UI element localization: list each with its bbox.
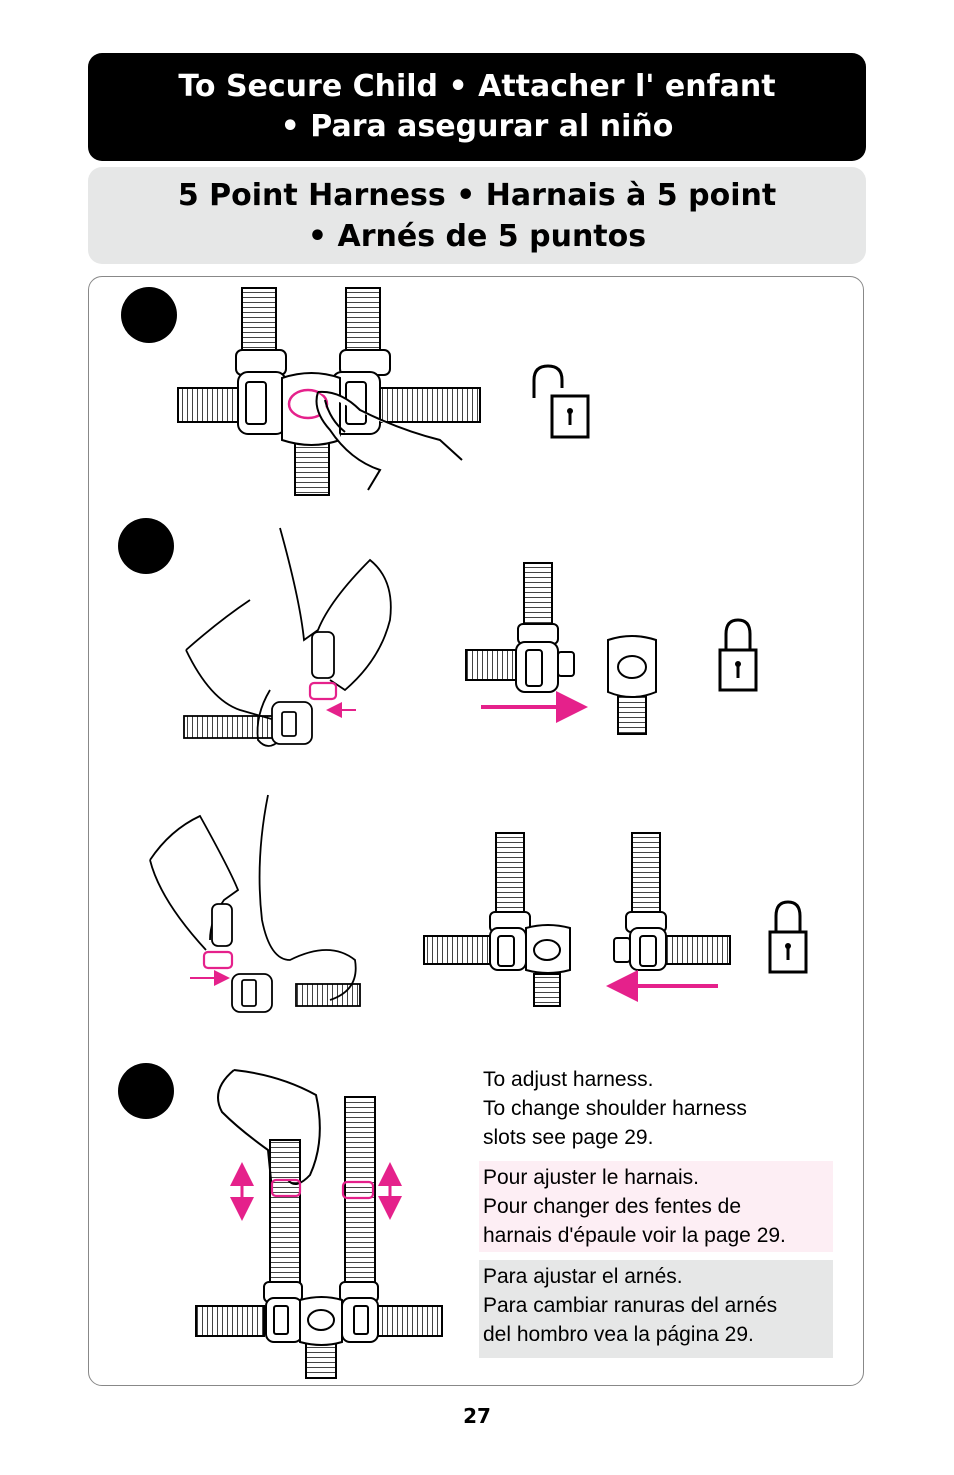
instructions-spanish-line: del hombro vea la página 29. — [483, 1323, 754, 1346]
instructions-english-line: slots see page 29. — [483, 1126, 654, 1149]
section-heading-line-1: 5 Point Harness • Harnais à 5 point — [177, 177, 777, 213]
step-3-marker — [118, 1063, 174, 1119]
instructions-french-line: harnais d'épaule voir la page 29. — [483, 1224, 786, 1247]
locked-padlock-icon — [718, 618, 758, 692]
page-number: 27 — [463, 1404, 491, 1428]
instructions-spanish-line: Para ajustar el arnés. — [483, 1265, 683, 1288]
instructions-english-line: To change shoulder harness — [483, 1097, 747, 1120]
instructions-spanish-line: Para cambiar ranuras del arnés — [483, 1294, 778, 1317]
instruction-panel — [88, 276, 864, 1386]
instructions-english: To adjust harness. To change shoulder ha… — [479, 1063, 833, 1154]
step-2b-buckle-illustration — [423, 832, 731, 1007]
title-bar: To Secure Child • Attacher l' enfant • P… — [88, 53, 866, 161]
step-2-hands-illustration — [183, 527, 392, 747]
page-title-line-1: To Secure Child • Attacher l' enfant — [178, 69, 776, 104]
step-1-marker — [121, 287, 177, 343]
step-1-buckle-illustration — [177, 287, 481, 496]
double-arrow-vertical-icon — [230, 1162, 402, 1221]
step-2-buckle-separated — [465, 562, 657, 735]
section-heading-line-2: • Arnés de 5 puntos — [307, 218, 647, 254]
step-2b-hands-illustration — [149, 794, 361, 1013]
unlocked-padlock-icon — [532, 364, 590, 439]
section-heading: 5 Point Harness • Harnais à 5 point • Ar… — [88, 167, 866, 264]
locked-padlock-icon-2 — [768, 900, 808, 974]
instructions-spanish: Para ajustar el arnés. Para cambiar ranu… — [479, 1260, 833, 1358]
instructions-french-line: Pour ajuster le harnais. — [483, 1166, 699, 1189]
step-2-marker — [118, 518, 174, 574]
instructions-english-line: To adjust harness. — [483, 1068, 654, 1091]
step-3-harness-illustration — [195, 1069, 443, 1379]
page-title-line-2: • Para asegurar al niño — [280, 109, 674, 144]
instructions-french-line: Pour changer des fentes de — [483, 1195, 742, 1218]
instructions-french: Pour ajuster le harnais. Pour changer de… — [479, 1161, 833, 1252]
